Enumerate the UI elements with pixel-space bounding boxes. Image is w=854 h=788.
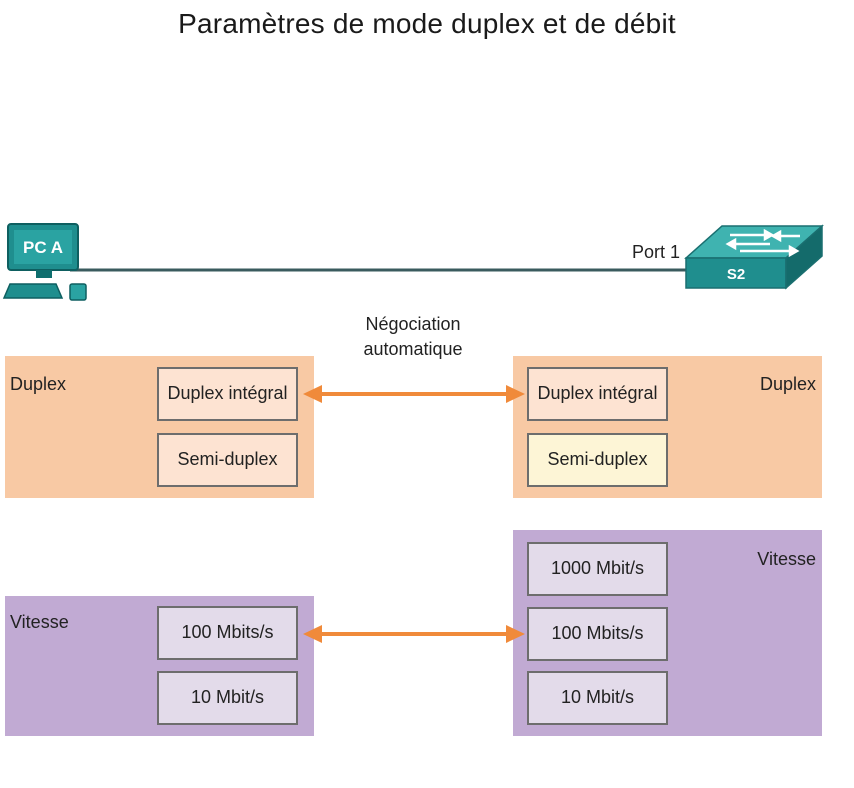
diagram-title: Paramètres de mode duplex et de débit <box>178 8 676 39</box>
right-speed-label: Vitesse <box>757 549 816 569</box>
right-full-duplex-option: Duplex intégral <box>527 367 668 421</box>
right-speed-100-option: 100 Mbits/s <box>527 607 668 661</box>
left-speed-100-option: 100 Mbits/s <box>157 606 298 660</box>
left-full-duplex-option: Duplex intégral <box>157 367 298 421</box>
switch-label: S2 <box>727 266 745 283</box>
right-speed-10-option: 10 Mbit/s <box>527 671 668 725</box>
right-speed-panel: Vitesse 1000 Mbit/s 100 Mbits/s 10 Mbit/… <box>513 530 822 736</box>
left-speed-panel: Vitesse 100 Mbits/s 10 Mbit/s <box>5 596 314 736</box>
right-duplex-panel: Duplex Duplex intégral Semi-duplex <box>513 356 822 498</box>
left-duplex-label: Duplex <box>10 374 67 394</box>
right-duplex-label: Duplex <box>759 374 816 394</box>
right-half-duplex-option: Semi-duplex <box>527 433 668 487</box>
left-duplex-panel: Duplex Duplex intégral Semi-duplex <box>5 356 314 498</box>
left-speed-10-option: 10 Mbit/s <box>157 671 298 725</box>
negotiation-label: Négociation automatique <box>363 314 463 360</box>
left-speed-label: Vitesse <box>10 612 69 632</box>
switch-icon: S2 <box>684 224 824 290</box>
port-label: Port 1 <box>632 242 680 262</box>
pc-icon: PC A <box>2 223 87 301</box>
left-half-duplex-option: Semi-duplex <box>157 433 298 487</box>
right-speed-1000-option: 1000 Mbit/s <box>527 542 668 596</box>
pc-label: PC A <box>23 238 63 257</box>
